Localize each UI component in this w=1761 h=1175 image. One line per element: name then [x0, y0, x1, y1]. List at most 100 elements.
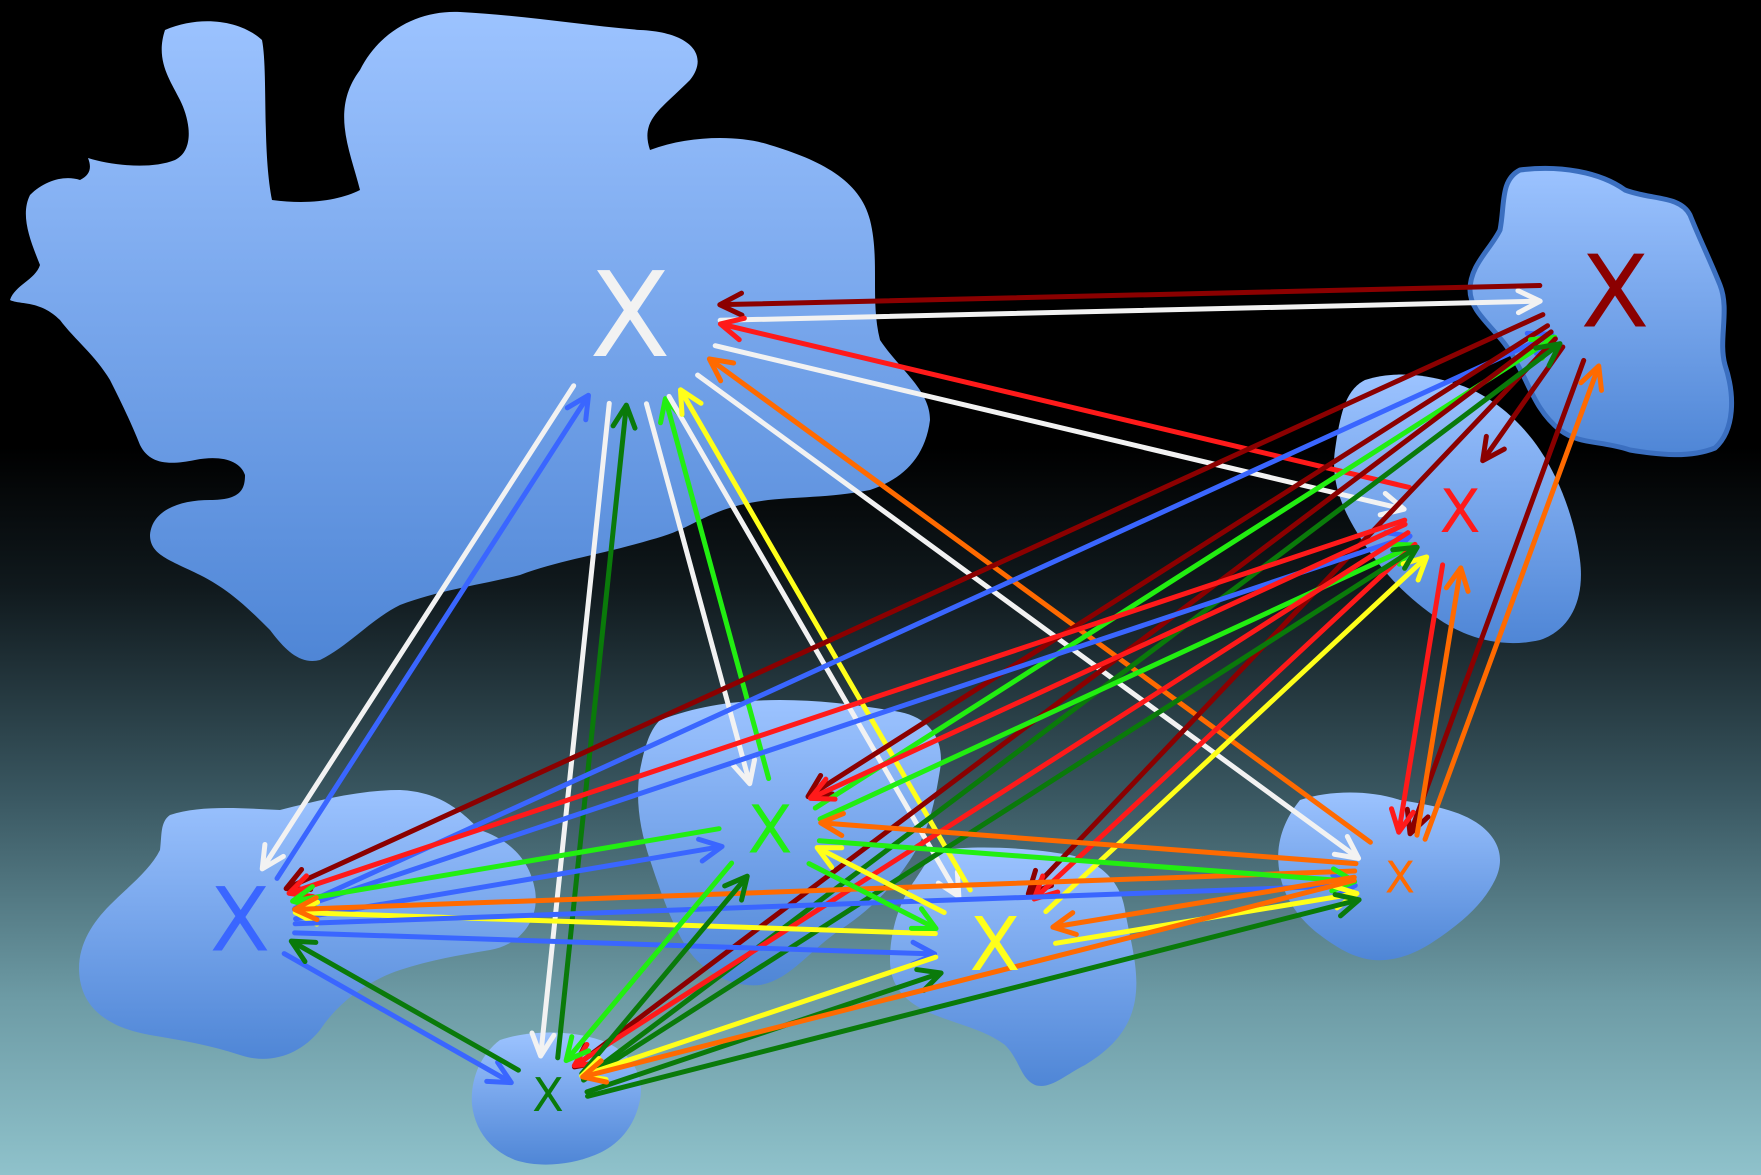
edge-line [712, 343, 1401, 511]
edge-blue-to-white [274, 392, 591, 881]
edge-line [576, 530, 1411, 1065]
arrowhead-icon [1480, 433, 1507, 464]
edge-line [820, 847, 947, 916]
arrowhead-icon [1390, 544, 1420, 571]
edge-line [711, 359, 1373, 845]
edge-orange-to-red [1414, 565, 1471, 838]
edge-darkgreen-to-red [581, 544, 1420, 1083]
edge-line [666, 393, 959, 894]
arrowhead-icon [580, 1058, 610, 1085]
edge-line [262, 383, 577, 867]
edge-line [292, 517, 1408, 894]
edge-line [816, 838, 1352, 884]
edge-line [723, 283, 1543, 308]
edge-line [1397, 562, 1446, 829]
edge-orange-to-yellow [1050, 874, 1357, 937]
arrowhead-icon [610, 402, 638, 431]
edge-red-to-green [807, 521, 1408, 802]
edge-line [555, 408, 629, 1061]
edge-line [1043, 558, 1425, 915]
arrowhead-icon [717, 290, 745, 318]
arrowhead-icon [292, 895, 320, 923]
edge-line [1409, 357, 1587, 831]
arrowhead-icon [1331, 834, 1362, 861]
edge-line [292, 930, 932, 957]
edge-line [292, 334, 1549, 911]
arrowhead-icon [286, 873, 316, 900]
edge-orange-to-blue [292, 868, 1358, 923]
edge-line [298, 910, 938, 937]
edge-darkgreen-to-blue [288, 938, 521, 1073]
edge-line [295, 826, 722, 903]
arrowhead-icon [814, 845, 845, 870]
edge-orange-to-white [706, 356, 1373, 845]
edge-darkred-to-green [805, 323, 1551, 800]
edge-red-to-blue [286, 517, 1408, 900]
edge-line [579, 878, 746, 1077]
arrowhead-icon [1578, 363, 1604, 393]
arrowhead-icon [1388, 806, 1416, 835]
edge-line [1029, 336, 1558, 893]
edge-orange-to-darkred [1422, 363, 1604, 842]
arrowhead-icon [1515, 288, 1543, 316]
edge-line [1414, 571, 1463, 838]
edge-line [813, 521, 1408, 799]
arrowhead-icon [805, 772, 835, 800]
edge-line [810, 323, 1551, 796]
arrowhead-icon [1533, 341, 1563, 369]
arrowhead-icon [288, 938, 319, 965]
edge-line [567, 860, 735, 1059]
edge-darkgreen-to-green [579, 873, 750, 1077]
edge-darkgreen-to-orange [585, 892, 1362, 1099]
regions [10, 11, 1735, 1165]
arrowhead-icon [717, 315, 747, 343]
edge-white-to-blue [259, 383, 577, 872]
edge-line [576, 329, 1554, 1066]
edge-line [581, 547, 1415, 1083]
edge-darkred-to-white [717, 283, 1543, 318]
edge-white-to-green [643, 401, 758, 787]
edge-line [584, 954, 939, 1077]
arrowhead-icon [696, 836, 725, 864]
edge-line [695, 372, 1357, 858]
arrowhead-icon [1332, 892, 1362, 919]
arrowhead-icon [529, 1030, 557, 1059]
edge-line [291, 535, 1407, 912]
arrowhead-icon [563, 1034, 592, 1064]
edge-line [274, 397, 588, 881]
edge-line [1056, 874, 1357, 929]
edge-white-to-orange [695, 372, 1362, 861]
arrowhead-icon [484, 1059, 514, 1086]
region-right-bottom [1278, 792, 1500, 961]
edge-line [289, 312, 1546, 889]
edge-darkgreen-to-white [555, 402, 638, 1061]
edge-line [812, 337, 1553, 811]
arrowhead-icon [730, 757, 758, 787]
edge-yellow-to-green [814, 845, 947, 916]
node-yellow: X [970, 902, 1021, 988]
edge-red-to-orange [1388, 562, 1446, 835]
arrowhead-icon [722, 873, 750, 903]
edge-line [281, 951, 509, 1083]
edge-orange-to-green [818, 811, 1359, 867]
edge-green-to-yellow [806, 861, 939, 932]
arrowhead-icon [259, 841, 286, 872]
edge-line [824, 820, 1359, 867]
edge-red-to-white [717, 315, 1412, 490]
region-large [10, 11, 930, 661]
arrowhead-icon [807, 776, 838, 802]
edge-line [585, 898, 1356, 1099]
edge-green-to-darkgreen [563, 860, 735, 1064]
edge-orange-to-darkgreen [580, 877, 1357, 1085]
edge-line [717, 298, 1537, 323]
arrowhead-icon [1443, 565, 1471, 594]
arrowhead-icon [908, 906, 939, 932]
arrowhead-icon [706, 356, 737, 384]
edge-line [585, 877, 1357, 1078]
edge-white-to-darkred [717, 288, 1543, 323]
edge-blue-to-darkgreen [281, 951, 514, 1086]
node-orange: X [1385, 853, 1415, 904]
node-darkgreen: X [532, 1068, 564, 1122]
